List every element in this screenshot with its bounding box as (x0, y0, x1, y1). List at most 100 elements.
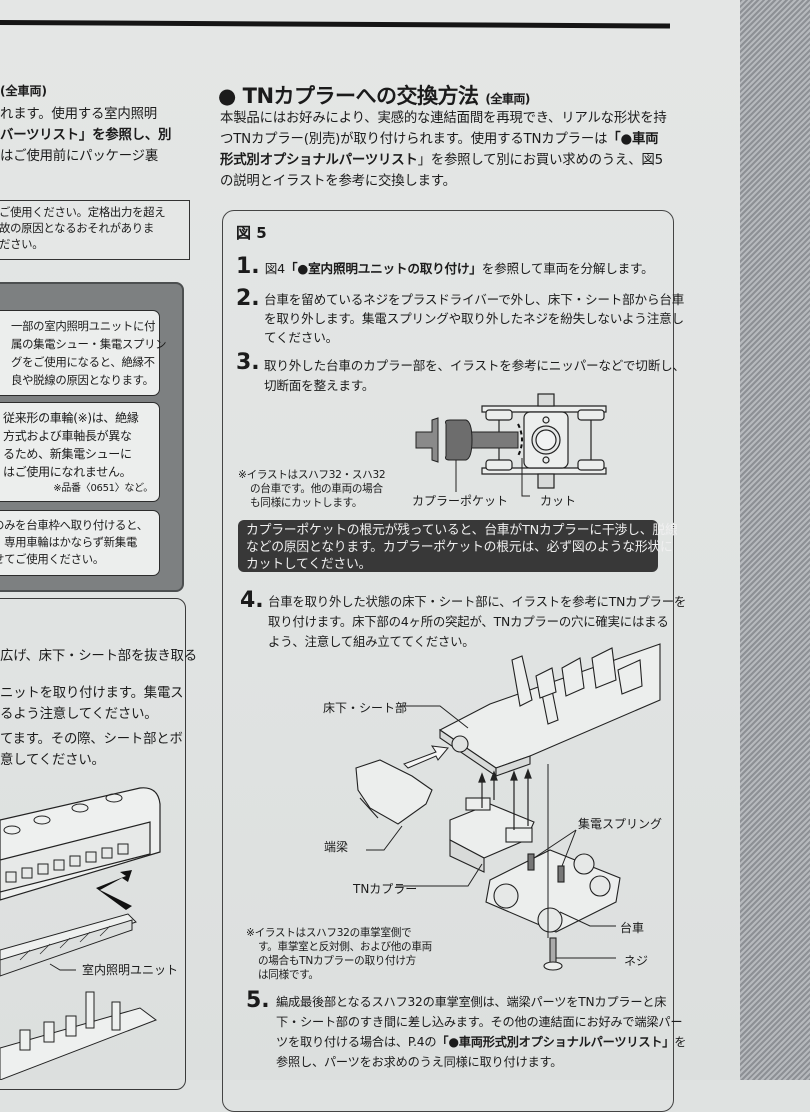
left-step-line: 意してください。 (0, 753, 105, 768)
step-5: 5. (246, 988, 270, 1013)
left-warning-box: ご使用ください。定格出力を超え 故の原因となるおそれがありま ださい。 (0, 200, 190, 260)
intro-line: 本製品にはお好みにより、実感的な連結面間を再現でき、リアルな形状を持 (220, 111, 667, 126)
note-line: ※イラストはスハフ32の車掌室側で (246, 927, 412, 939)
cut-label: カット (540, 494, 577, 508)
section-title-text: TNカプラーへの交換方法 (242, 84, 479, 108)
note-line: す。車掌室と反対側、および他の車両 (258, 941, 432, 953)
caution-line: グをご使用になると、絶縁不 (11, 355, 155, 369)
intro-text: 」を参照して別にお買い求めのうえ、図5 (417, 153, 664, 168)
step-line: 台車を留めているネジをプラスドライバーで外し、床下・シート部から台車 (264, 292, 685, 307)
step-bold-ref: 「●車両形式別オプショナルパーツリスト」 (436, 1035, 675, 1049)
intro-text: つTNカプラー(別売)が取り付けられます。使用するTNカプラーは (220, 132, 608, 147)
step-line: 切断面を整えます。 (264, 378, 375, 393)
caution-card-2: 従来形の車輪(※)は、絶縁 方式および車軸長が異な るため、新集電シューに はご… (0, 402, 160, 502)
step-line: よう、注意して組み立ててください。 (268, 634, 475, 649)
left-heading-fragment: (全車両) (0, 84, 47, 98)
interior-light-unit-label: 室内照明ユニット (82, 963, 179, 977)
figure-label-text: 図 5 (236, 224, 267, 242)
floor-seat-label: 床下・シート部 (323, 701, 408, 715)
step-3-note: ※イラストはスハフ32・スハ32 の台車です。他の車両の場合 も同様にカットしま… (238, 468, 386, 510)
warning-line: 故の原因となるおそれがありま (0, 221, 154, 235)
note-line: も同様にカットします。 (250, 497, 363, 509)
left-step-line: てます。その際、シート部とボ (0, 732, 183, 747)
step-5-text: 編成最後部となるスハフ32の車掌室側は、端梁パーツをTNカプラーと床 下・シート… (276, 992, 686, 1072)
caution-line: のみを台車枠へ取り付けると、 (0, 518, 148, 532)
caution-line: 良や脱線の原因となります。 (11, 373, 154, 387)
step-line: 下・シート部のすき間に差し込みます。その他の連結面にお好みで端梁パー (276, 1015, 683, 1029)
step-1: 1. 図4「●室内照明ユニットの取り付け」を参照して車両を分解します。 (236, 254, 654, 279)
caution-panel: 一部の室内照明ユニットに付 属の集電シュー・集電スプリン グをご使用になると、絶… (0, 282, 184, 592)
bogie-label: 台車 (620, 921, 645, 935)
step-line: 台車を取り外した状態の床下・シート部に、イラストを参考にTNカプラーを (268, 594, 687, 609)
note-line: の台車です。他の車両の場合 (250, 483, 383, 495)
section-title: ● TNカプラーへの交換方法 (全車両) (218, 80, 530, 110)
coupler-pocket-label: カプラーポケット (412, 494, 509, 508)
note-line: ※イラストはスハフ32・スハ32 (238, 469, 386, 481)
screw-label: ネジ (624, 954, 649, 968)
tn-coupler-label: TNカプラー (353, 882, 418, 896)
left-steps-text: 広げ、床下・シート部を抜き取る ニットを取り付けます。集電ス るよう注意してくだ… (0, 646, 197, 771)
intro-bold-ref: 形式別オプショナルパーツリスト (220, 153, 418, 168)
step-2-text: 台車を留めているネジをプラスドライバーで外し、床下・シート部から台車 を取り外し… (264, 290, 684, 347)
step-line: 参照し、パーツをお求めのうえ同様に取り付けます。 (276, 1055, 563, 1069)
caution-line: 一部の室内照明ユニットに付 (11, 319, 156, 333)
caution-line: 方式および車軸長が異な (3, 429, 132, 443)
step-4-note: ※イラストはスハフ32の車掌室側で す。車掌室と反対側、および他の車両 の場合も… (246, 926, 432, 982)
left-step-line: るよう注意してください。 (0, 707, 158, 722)
warning-line: ご使用ください。定格出力を超え (0, 205, 166, 219)
step-number: 5. (246, 988, 270, 1013)
step-text: を参照して車両を分解します。 (481, 261, 654, 276)
warning-line: ださい。 (0, 237, 44, 251)
step-number: 3. (236, 350, 260, 375)
step-line: ツを取り付ける場合は、P.4の「●車両形式別オプショナルパーツリスト」を (276, 1032, 686, 1052)
background-fabric (740, 0, 810, 1080)
step-text: を (674, 1035, 687, 1049)
step-number: 4. (240, 588, 264, 613)
tn-coupler-assembly-illustration (355, 643, 661, 971)
caution-line: せてご使用ください。 (0, 552, 104, 566)
step-text: 図4 (264, 261, 285, 276)
step-number: 1. (236, 254, 260, 279)
caution-line: 。専用車輪はかならず新集電 (0, 535, 137, 549)
step-2: 2. (236, 286, 260, 311)
step-text: ツを取り付ける場合は、P.4の (276, 1035, 437, 1049)
caution-line: るため、新集電シューに (3, 447, 132, 461)
figure-label: 図 5 (236, 222, 267, 243)
coupler-pocket-warning: カプラーポケットの根元が残っていると、台車がTNカプラーに干渉し、脱線 などの原… (238, 520, 678, 572)
intro-bold-ref: 「●車両 (607, 132, 659, 147)
step-4: 4. (240, 588, 264, 613)
left-intro-line: バーツリスト」を参照し、別 (0, 128, 172, 143)
section-title-sub: (全車両) (485, 92, 530, 106)
caution-line: はご使用になれません。 (3, 465, 132, 479)
section-intro: 本製品にはお好みにより、実感的な連結面間を再現でき、リアルな形状を持 つTNカプ… (220, 108, 667, 192)
caution-card-1: 一部の室内照明ユニットに付 属の集電シュー・集電スプリン グをご使用になると、絶… (0, 310, 167, 396)
intro-line: の説明とイラストを参考に交換します。 (220, 174, 456, 189)
intro-line: 形式別オプショナルパーツリスト」を参照して別にお買い求めのうえ、図5 (220, 150, 667, 171)
left-intro-paragraph: れます。使用する室内照明 バーツリスト」を参照し、別 はご使用前にパッケージ裏 (0, 104, 171, 167)
step-4-text: 台車を取り外した状態の床下・シート部に、イラストを参考にTNカプラーを 取り付け… (268, 592, 686, 652)
step-line: 編成最後部となるスハフ32の車掌室側は、端梁パーツをTNカプラーと床 (276, 995, 667, 1009)
step-bold-ref: 「●室内照明ユニットの取り付け」 (284, 261, 482, 276)
caution-line: 属の集電シュー・集電スプリン (11, 337, 167, 351)
step-line: を取り外します。集電スプリングや取り外したネジを紛失しないよう注意し (264, 311, 684, 326)
end-beam-label: 端梁 (324, 840, 349, 854)
bullet-icon: ● (218, 84, 236, 108)
left-intro-line: はご使用前にパッケージ裏 (0, 149, 159, 164)
step-line: 取り外した台車のカプラー部を、イラストを参考にニッパーなどで切断し、 (264, 358, 685, 373)
step-line: 取り付けます。床下部の4ヶ所の突起が、TNカプラーの穴に確実にはまる (268, 614, 669, 629)
step-line: てください。 (264, 330, 338, 345)
car-disassembly-illustration (0, 787, 161, 1080)
left-step-line: 広げ、床下・シート部を抜き取る (0, 649, 197, 664)
step-3: 3. (236, 350, 260, 375)
caution-card-3: のみを台車枠へ取り付けると、 。専用車輪はかならず新集電 せてご使用ください。 (0, 510, 160, 576)
caution-footnote: ※品番〈0651〉など。 (53, 483, 153, 494)
bogie-cut-illustration (415, 393, 607, 497)
warning-line: カットしてください。 (246, 557, 372, 572)
warning-line: などの原因となります。カプラーポケットの根元は、必ず図のような形状に (246, 540, 673, 555)
left-intro-line: れます。使用する室内照明 (0, 107, 157, 122)
warning-line: カプラーポケットの根元が残っていると、台車がTNカプラーに干渉し、脱線 (246, 523, 678, 538)
current-spring-label: 集電スプリング (578, 817, 663, 831)
intro-line: つTNカプラー(別売)が取り付けられます。使用するTNカプラーは「●車両 (220, 129, 667, 150)
note-line: の場合もTNカプラーの取り付け方 (258, 955, 416, 967)
step-number: 2. (236, 286, 260, 311)
